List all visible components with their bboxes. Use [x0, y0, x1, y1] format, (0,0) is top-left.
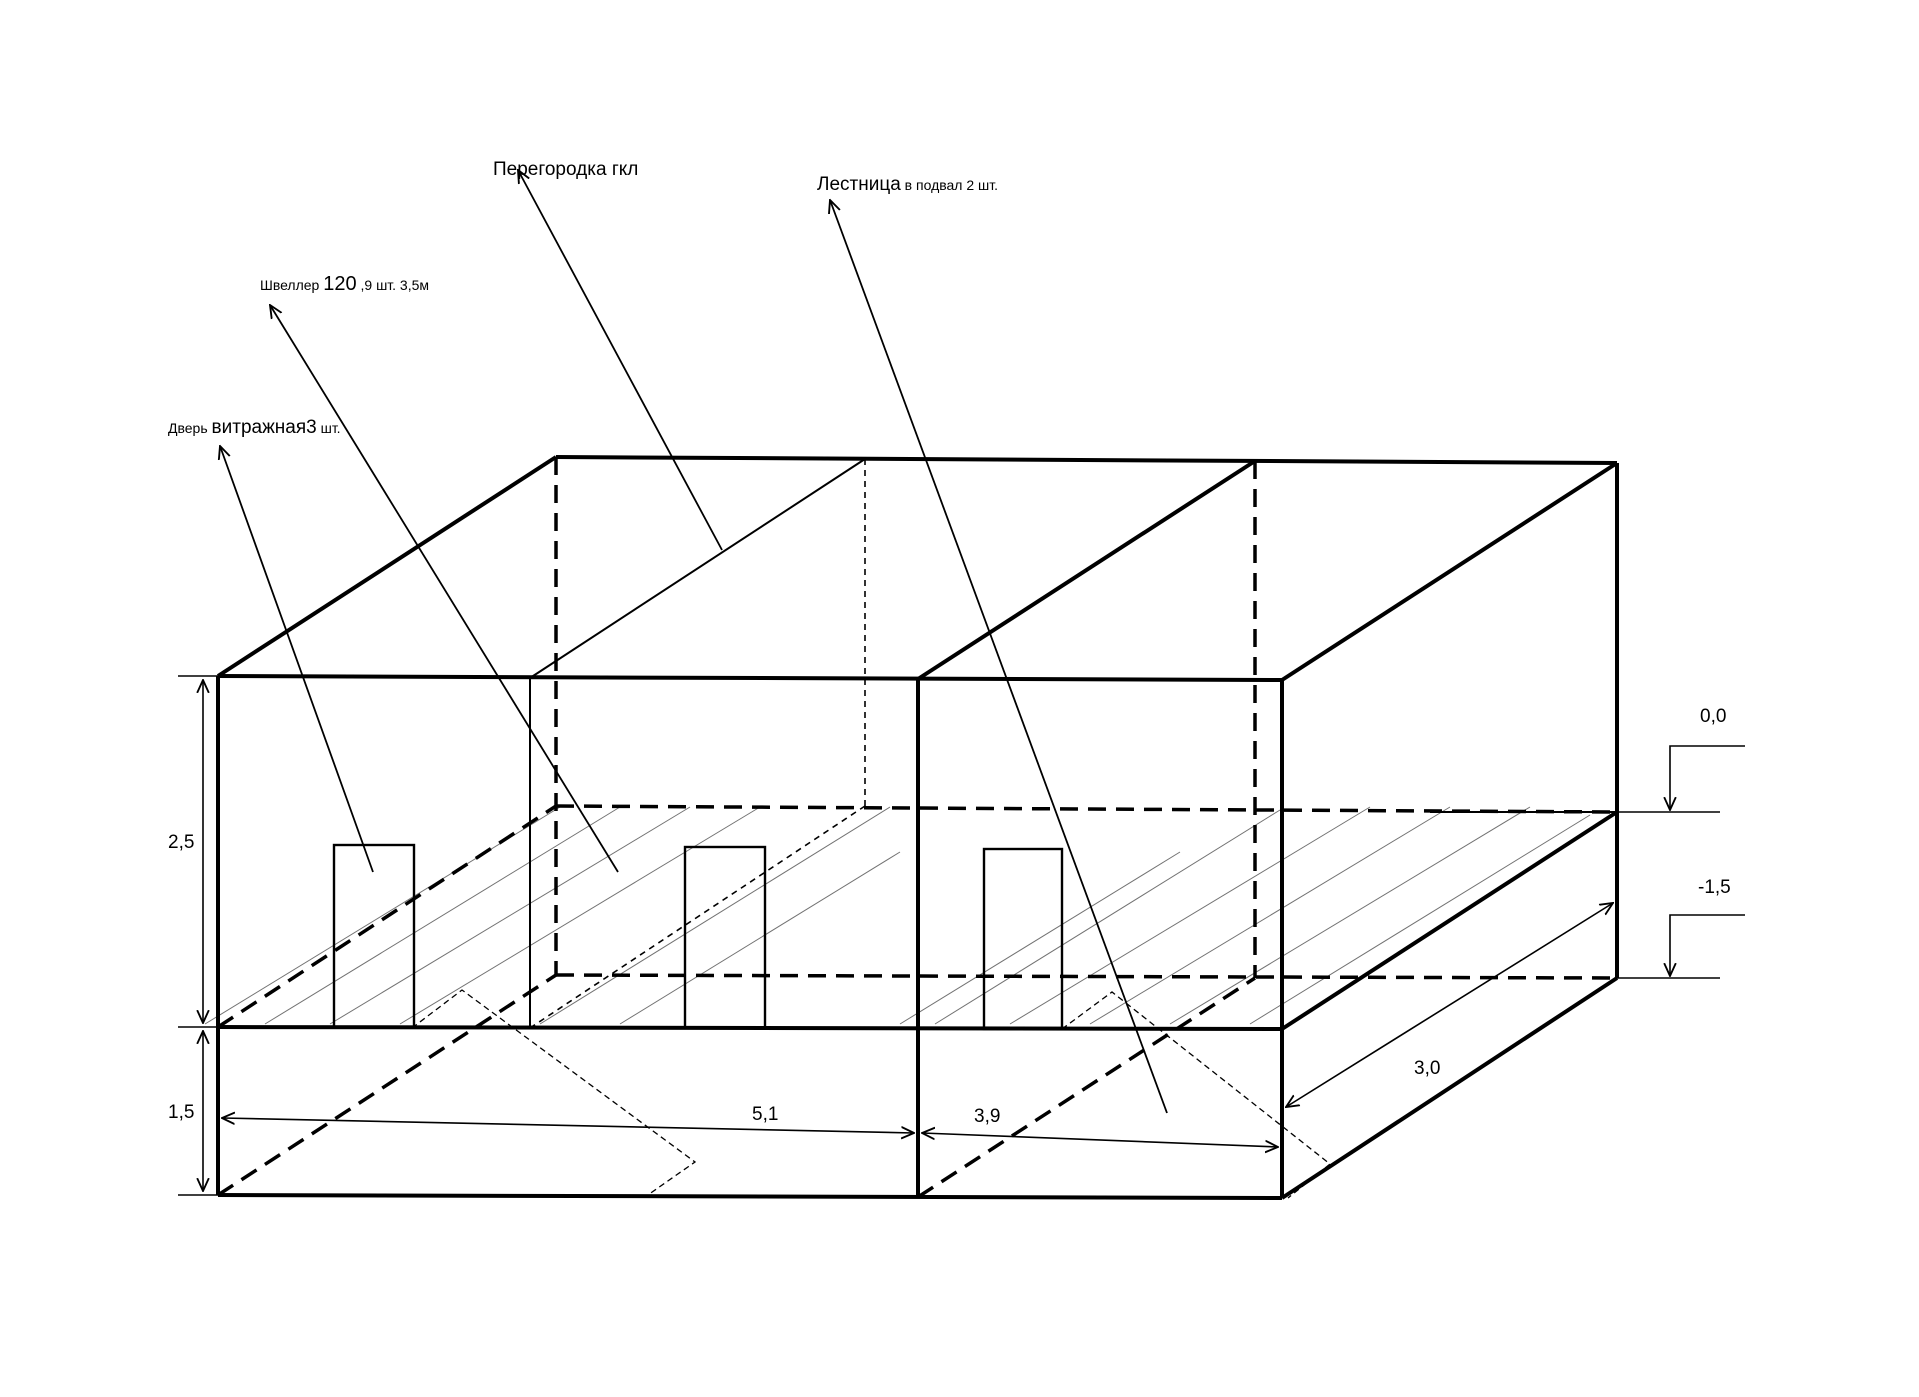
stairs-label: Лестница в подвал 2 шт.	[817, 174, 998, 195]
floor-hatching	[204, 806, 1591, 1025]
door-3	[982, 847, 1064, 1031]
leader-lines	[220, 170, 1168, 1114]
partition-label: Перегородка гкл	[493, 159, 638, 180]
channel-label: Швеллер 120 ,9 шт. 3,5м	[260, 273, 429, 295]
door-1	[332, 843, 416, 1029]
thin-solid-edges	[529, 458, 1617, 1028]
building-solid-edges	[216, 455, 1619, 1200]
dim-height-upper: 2,5	[168, 832, 194, 853]
dim-length-left: 5,1	[752, 1104, 778, 1125]
channel-leader	[270, 305, 619, 873]
dim-length-right: 3,9	[974, 1106, 1000, 1127]
dim-height-lower: 1,5	[168, 1102, 194, 1123]
hidden-partition-edge	[529, 459, 866, 1029]
door-leader	[220, 446, 374, 873]
dimension-lines	[178, 675, 1745, 1196]
level-minus: -1,5	[1698, 877, 1731, 898]
doors	[332, 843, 1064, 1031]
level-zero: 0,0	[1700, 706, 1726, 727]
partition-leader	[518, 170, 723, 551]
basement-stairs	[411, 989, 1332, 1199]
door-2	[683, 845, 767, 1030]
door-label: Дверь витражная3 шт.	[168, 417, 341, 438]
dim-depth: 3,0	[1414, 1058, 1440, 1079]
stairs-leader	[830, 200, 1168, 1114]
